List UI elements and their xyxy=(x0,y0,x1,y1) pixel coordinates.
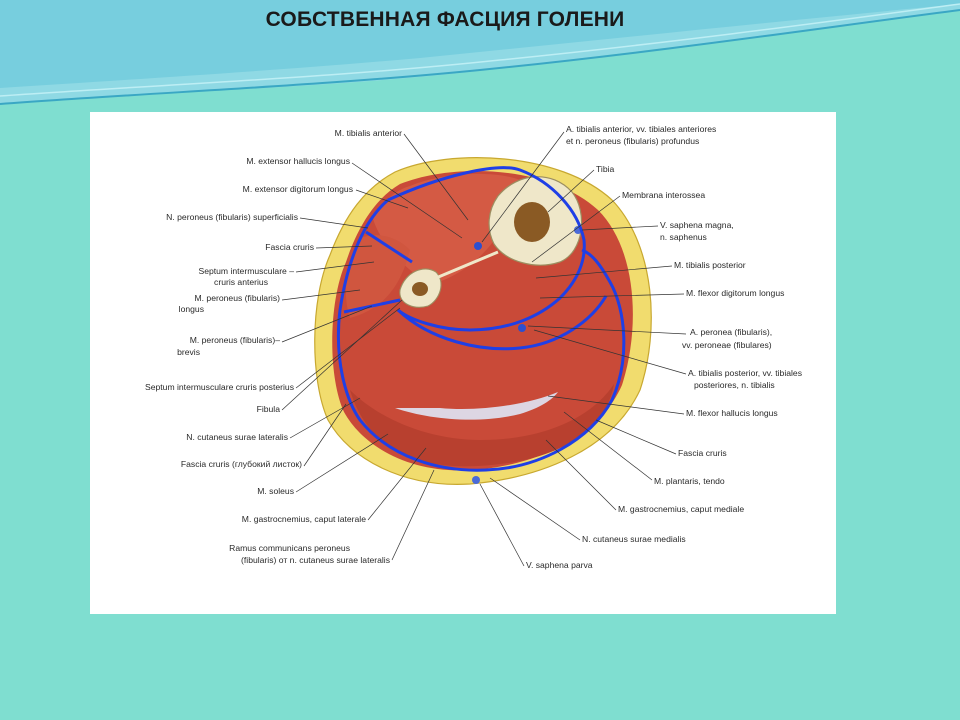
figure-panel: M. tibialis anterior M. extensor halluci… xyxy=(90,112,836,614)
label-a-tibialis-anterior-1: A. tibialis anterior, vv. tibiales anter… xyxy=(566,124,716,134)
label-peroneus-longus-1: M. peroneus (fibularis) xyxy=(195,293,281,303)
label-a-tibialis-anterior-2: et n. peroneus (fibularis) profundus xyxy=(566,136,699,146)
label-saphena-magna-1: V. saphena magna, xyxy=(660,220,734,230)
label-cutaneus-surae-medialis: N. cutaneus surae medialis xyxy=(582,534,686,544)
label-tibia: Tibia xyxy=(596,164,615,174)
slide-title: СОБСТВЕННАЯ ФАСЦИЯ ГОЛЕНИ xyxy=(265,8,625,31)
superficial-posterior-compartment xyxy=(350,384,614,467)
label-septum-anterius-1: Septum intermusculare – xyxy=(198,266,294,276)
septum-anterius-line xyxy=(365,230,413,264)
label-fascia-cruris-deep: Fascia cruris (глубокий листок) xyxy=(181,459,302,469)
label-fibula: Fibula xyxy=(257,404,281,414)
label-a-tibialis-posterior-1: A. tibialis posterior, vv. tibiales xyxy=(688,368,802,378)
label-tibialis-anterior: M. tibialis anterior xyxy=(335,128,402,138)
label-ext-digitorum-longus: M. extensor digitorum longus xyxy=(243,184,353,194)
label-fascia-cruris-right: Fascia cruris xyxy=(678,448,727,458)
label-a-peronea-2: vv. peroneae (fibulares) xyxy=(682,340,772,350)
fibula-marrow xyxy=(412,282,428,296)
label-ext-hallucis-longus: M. extensor hallucis longus xyxy=(246,156,350,166)
label-flexor-digitorum-longus: M. flexor digitorum longus xyxy=(686,288,784,298)
tibia-marrow xyxy=(514,202,550,242)
top-wave-line xyxy=(0,9,960,105)
label-fascia-cruris-left: Fascia cruris xyxy=(265,242,314,252)
label-peroneus-brevis-2: brevis xyxy=(177,347,200,357)
label-ramus-communicans-1: Ramus communicans peroneus xyxy=(229,543,350,553)
anterior-tibial-vessels xyxy=(474,242,482,250)
tendon-sheen xyxy=(395,392,558,420)
label-saphena-magna-2: n. saphenus xyxy=(660,232,707,242)
label-gastrocnemius-medial: M. gastrocnemius, caput mediale xyxy=(618,504,744,514)
deep-fascia-line xyxy=(396,295,608,351)
top-wave-shade xyxy=(0,0,960,88)
label-soleus: M. soleus xyxy=(257,486,294,496)
label-a-tibialis-posterior-2: posteriores, n. tibialis xyxy=(694,380,775,390)
interosseous-membrane xyxy=(435,250,499,280)
label-gastrocnemius-lateral: M. gastrocnemius, caput laterale xyxy=(242,514,366,524)
top-wave-line-2 xyxy=(0,3,960,97)
lateral-compartment xyxy=(345,235,410,318)
label-ramus-communicans-2: (fibularis) от n. cutaneus surae lateral… xyxy=(241,555,390,565)
fascia-cruris-outline xyxy=(336,166,626,472)
saphena-parva-vessel xyxy=(472,476,480,484)
leg-cross-section-diagram: M. tibialis anterior M. extensor halluci… xyxy=(145,124,802,570)
label-septum-posterius: Septum intermusculare cruris posterius xyxy=(145,382,294,392)
label-septum-anterius-2: cruris anterius xyxy=(214,277,268,287)
label-peroneus-superficialis: N. peroneus (fibularis) superficialis xyxy=(166,212,298,222)
peroneal-vessels xyxy=(518,324,526,332)
label-plantaris-tendo: M. plantaris, tendo xyxy=(654,476,725,486)
label-cutaneus-surae-lateralis: N. cutaneus surae lateralis xyxy=(186,432,288,442)
label-peroneus-longus-2: longus xyxy=(179,304,204,314)
label-a-peronea-1: A. peronea (fibularis), xyxy=(690,327,772,337)
label-membrana-interossea: Membrana interossea xyxy=(622,190,705,200)
label-tibialis-posterior: M. tibialis posterior xyxy=(674,260,746,270)
label-flexor-hallucis-longus: M. flexor hallucis longus xyxy=(686,408,778,418)
label-saphena-parva: V. saphena parva xyxy=(526,560,593,570)
label-peroneus-brevis-1: M. peroneus (fibularis)– xyxy=(190,335,280,345)
